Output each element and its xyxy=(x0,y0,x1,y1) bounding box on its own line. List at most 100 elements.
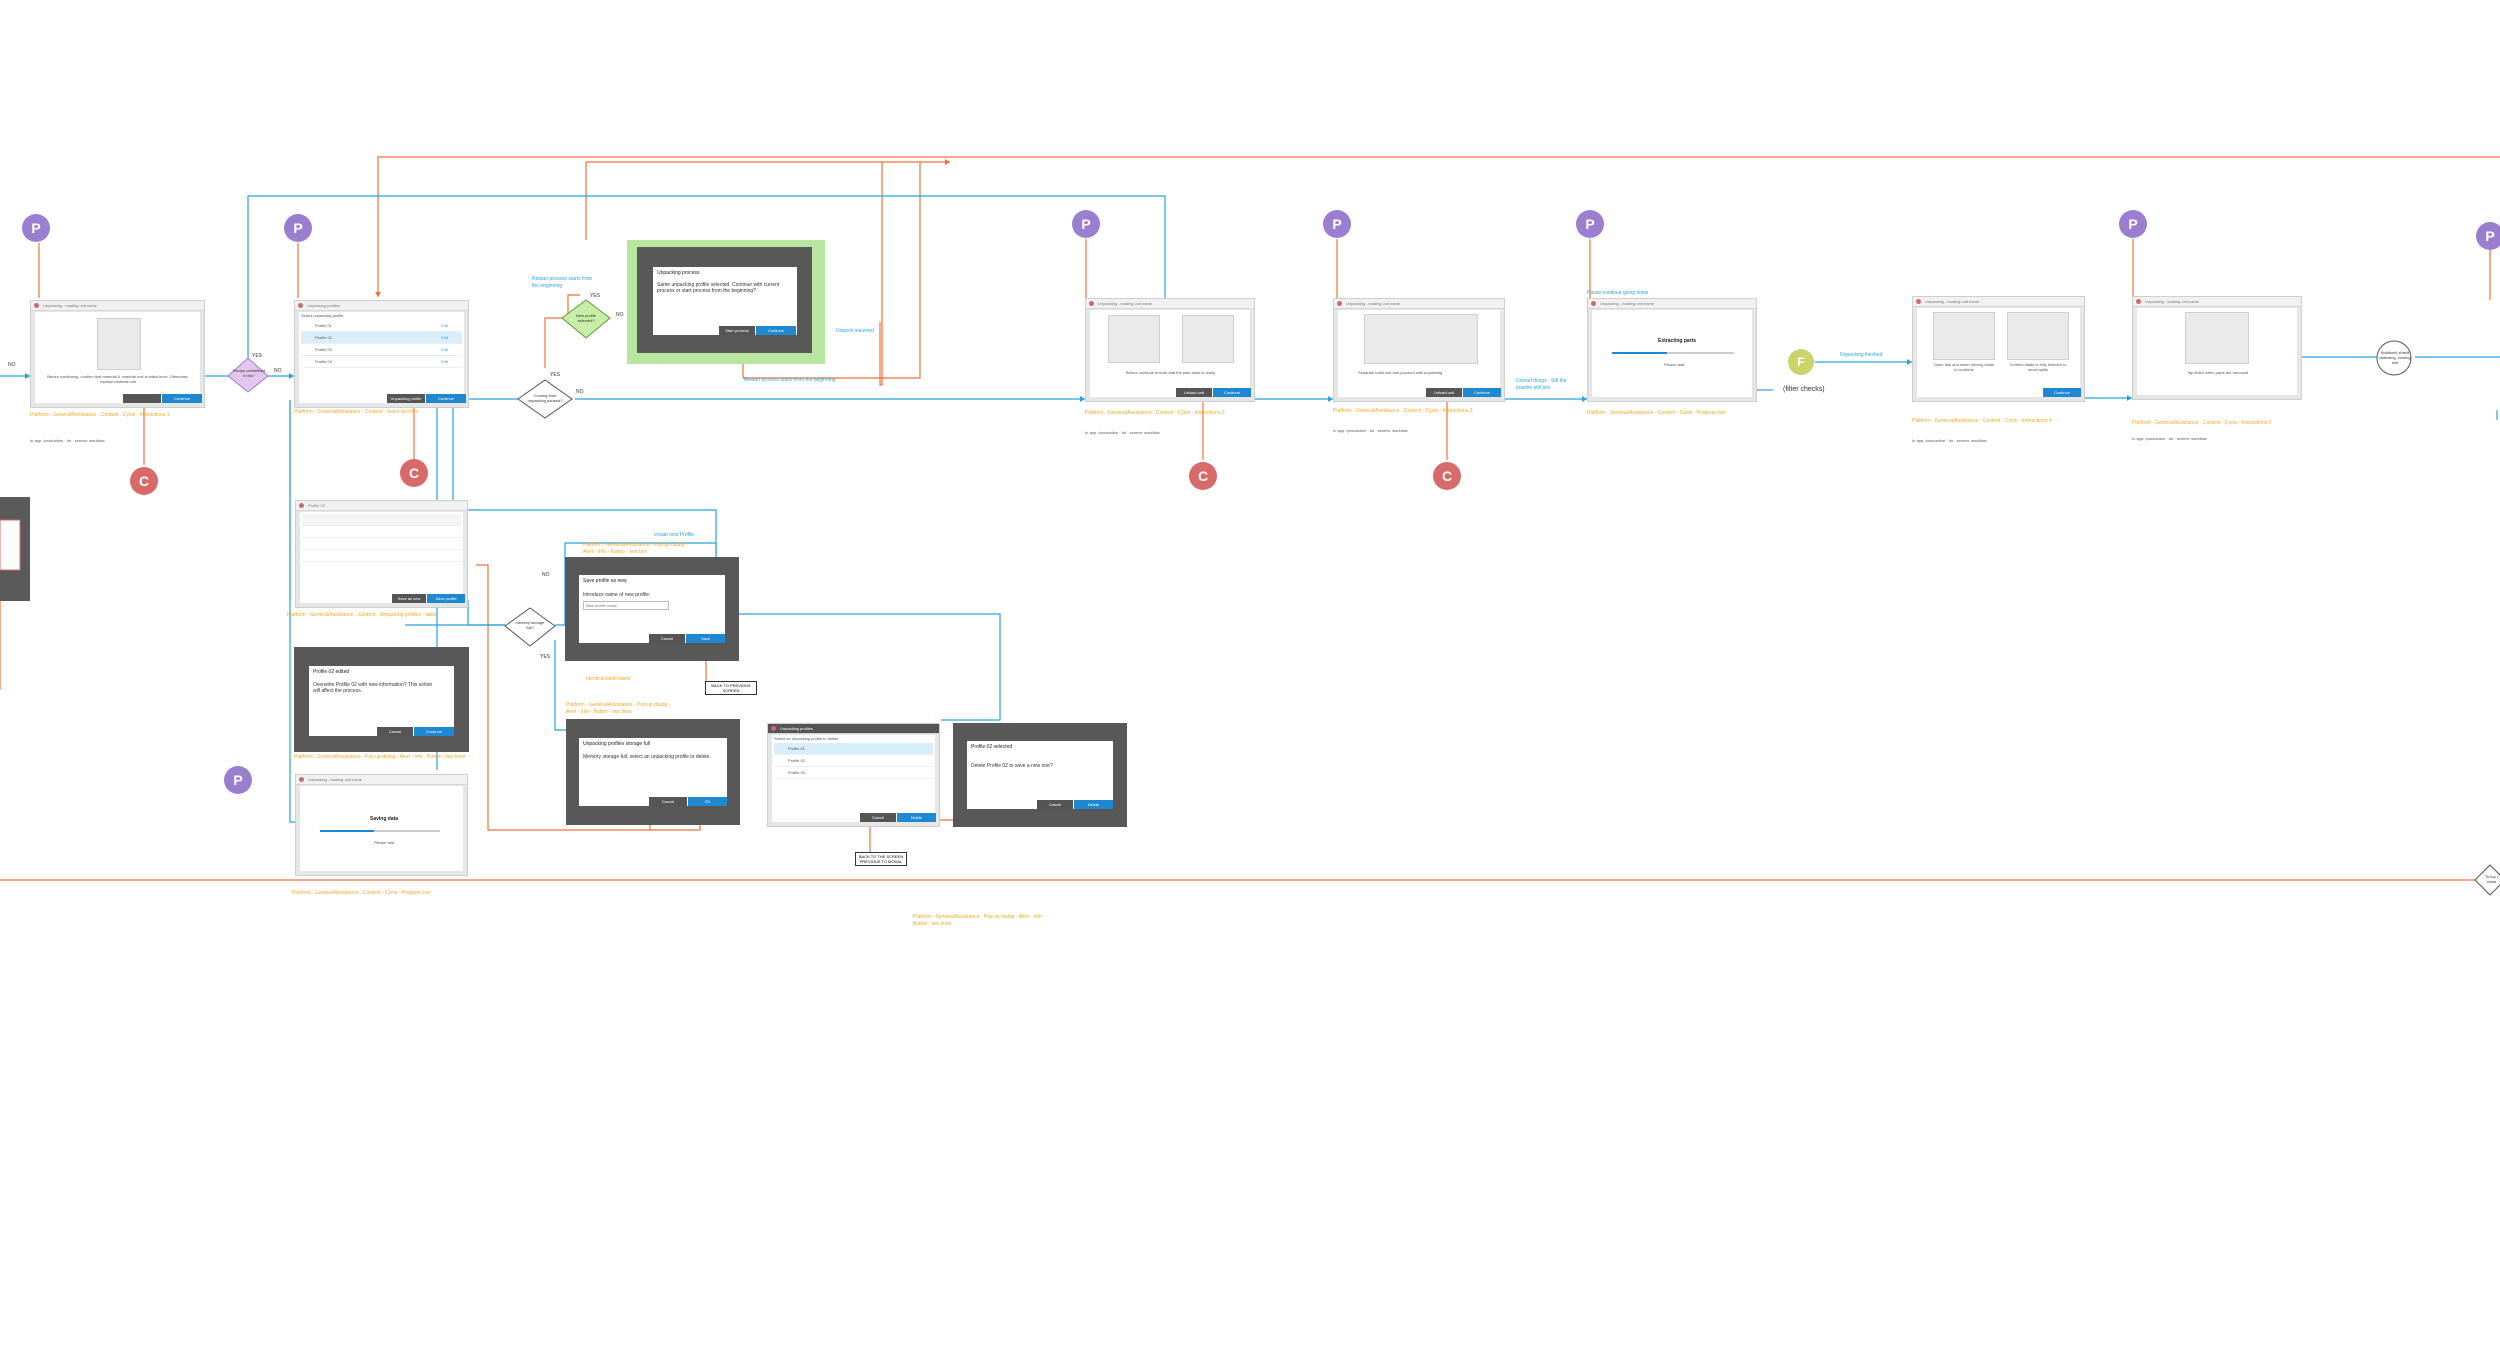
edit-link[interactable]: Edit xyxy=(441,335,448,340)
list-header: Select unpacking profile xyxy=(301,313,344,318)
pause-marker-icon[interactable]: P xyxy=(1576,210,1604,238)
edit-link[interactable]: Edit xyxy=(441,359,448,364)
continue-button[interactable]: Continue xyxy=(426,394,466,403)
window-title: Unpacking profiles xyxy=(780,726,813,731)
ok-button[interactable]: OK xyxy=(688,797,727,806)
continue-button[interactable]: Continue xyxy=(1213,388,1251,397)
pause-marker-icon[interactable]: P xyxy=(2476,222,2500,250)
no-label: NO xyxy=(274,368,282,374)
screen-body: Saving data Please wait xyxy=(300,786,463,871)
window-titlebar: Unpacking - loading unit name xyxy=(2133,297,2301,307)
screen-profile-table: Profile 02 Save as new Save profile xyxy=(295,500,468,608)
continue-button[interactable]: Continue xyxy=(414,727,454,736)
status-dot-icon xyxy=(1089,301,1094,306)
decision-label: memory storage full? xyxy=(515,620,545,630)
screen-note: Platform - General/Assistance - Pop up d… xyxy=(913,914,1045,927)
yes-label: YES xyxy=(252,353,263,359)
start-process-button[interactable]: Start process xyxy=(719,326,755,335)
screen-body: Tap finish when parts are removed xyxy=(2137,308,2297,395)
filter-marker-icon[interactable]: F xyxy=(1788,349,1814,375)
decision-label: Coming from unpacking paused? xyxy=(527,393,563,403)
secondary-button[interactable] xyxy=(123,394,161,403)
flow-label: Unpack resumed xyxy=(836,328,874,334)
cancel-button[interactable]: Cancel xyxy=(649,797,687,806)
progress-heading: Extracting parts xyxy=(1658,338,1697,344)
yes-label: YES xyxy=(590,293,601,299)
blade-illustration-icon xyxy=(2007,312,2069,360)
screen-note: Platform - General/Assistance - Content … xyxy=(1333,408,1473,414)
pause-marker-icon[interactable]: P xyxy=(1323,210,1351,238)
window-title: Unpacking - loading unit name xyxy=(1600,301,1655,306)
cancel-marker-icon[interactable]: C xyxy=(130,467,158,495)
cancel-button[interactable]: Cancel xyxy=(860,813,896,822)
edit-link[interactable]: Edit xyxy=(441,347,448,352)
continue-button[interactable]: Continue xyxy=(162,394,202,403)
window-titlebar: Unpacking - loading unit name xyxy=(1334,299,1504,309)
delete-button[interactable]: Delete xyxy=(897,813,936,822)
window-titlebar: Unpacking - loading unit name xyxy=(31,301,204,311)
cancel-marker-icon[interactable]: C xyxy=(1433,462,1461,490)
save-as-new-button[interactable]: Save as new xyxy=(392,594,426,603)
pause-marker-icon[interactable]: P xyxy=(224,766,252,794)
profile-name-input[interactable] xyxy=(583,601,669,610)
delete-button[interactable]: Delete xyxy=(1074,800,1113,809)
continue-button[interactable]: Continue xyxy=(756,326,796,335)
screen-delete-profile-list: Unpacking profiles Select an unpacking p… xyxy=(767,723,940,827)
flap-illustration-icon xyxy=(1933,312,1995,360)
instruction-text: Tap finish when parts are removed xyxy=(2187,370,2249,375)
list-item[interactable]: Profile 03 xyxy=(774,767,933,779)
pause-marker-icon[interactable]: P xyxy=(2119,210,2147,238)
dialog-title: Unpacking profiles storage full xyxy=(583,741,650,747)
partial-screen-body xyxy=(0,519,21,571)
table-row[interactable] xyxy=(302,526,461,538)
unload-unit-button[interactable]: Unload unit xyxy=(1176,388,1212,397)
dialog: Profile 02 edited Overwrite Profile 02 w… xyxy=(309,666,454,736)
instruction-text: Separate build unit and proceed with unp… xyxy=(1358,370,1443,375)
table-row[interactable] xyxy=(302,538,461,550)
edit-link[interactable]: Edit xyxy=(441,323,448,328)
dialog: Save profile as new Introduce name of ne… xyxy=(579,575,725,643)
screen-instructions-1: Unpacking - loading unit name Before con… xyxy=(30,300,205,408)
cancel-marker-icon[interactable]: C xyxy=(400,459,428,487)
screen-subnote: In app: /production · for · screen: work… xyxy=(30,438,105,443)
window-title: Unpacking - loading unit name xyxy=(308,777,363,782)
cancel-button[interactable]: Cancel xyxy=(649,634,685,643)
continue-button[interactable]: Continue xyxy=(2043,388,2081,397)
window-title: Unpacking - loading unit name xyxy=(43,303,98,308)
progress-text: Please wait xyxy=(1664,362,1685,367)
decision-diamond xyxy=(227,357,269,393)
progress-fill xyxy=(320,830,374,832)
screen-subnote: In app: /production · for · screen: work… xyxy=(1085,430,1160,435)
cancel-button[interactable]: Cancel xyxy=(1037,800,1073,809)
cancel-marker-icon[interactable]: C xyxy=(1189,462,1217,490)
list-item[interactable]: Profile 02 Edit xyxy=(301,332,462,344)
screen-saving-data: Unpacking - loading unit name Saving dat… xyxy=(295,774,468,876)
instruction-text: Before continue ensure that the plan dra… xyxy=(1126,370,1216,375)
instruction-text: Confirm blade is fully inserted to avoid… xyxy=(2009,362,2067,372)
pause-marker-icon[interactable]: P xyxy=(284,214,312,242)
filter-label: (filter checks) xyxy=(1783,386,1825,393)
status-dot-icon xyxy=(1916,299,1921,304)
profile-button[interactable]: Unpacking profile xyxy=(387,394,425,403)
continue-button[interactable]: Continue xyxy=(1463,388,1501,397)
instruction-text: Open flap and insert sieving blade to co… xyxy=(1933,362,1995,372)
no-label: NO xyxy=(616,312,624,318)
table-row[interactable] xyxy=(302,550,461,562)
cancel-button[interactable]: Cancel xyxy=(377,727,413,736)
list-item[interactable]: Profile 01 xyxy=(774,743,933,755)
screen-select-profile: Unpacking profiles Select unpacking prof… xyxy=(294,300,469,408)
profile-name: Profile 02 xyxy=(315,335,332,340)
dialog-text: Introduce name of new profile: xyxy=(583,592,651,598)
unit-illustration-icon xyxy=(1182,315,1234,363)
list-item[interactable]: Profile 02 xyxy=(774,755,933,767)
save-profile-button[interactable]: Save profile xyxy=(427,594,465,603)
table-header-row xyxy=(302,514,461,526)
pause-marker-icon[interactable]: P xyxy=(1072,210,1100,238)
unload-unit-button[interactable]: Unload unit xyxy=(1426,388,1462,397)
pause-marker-icon[interactable]: P xyxy=(22,214,50,242)
save-button[interactable]: Save xyxy=(686,634,725,643)
